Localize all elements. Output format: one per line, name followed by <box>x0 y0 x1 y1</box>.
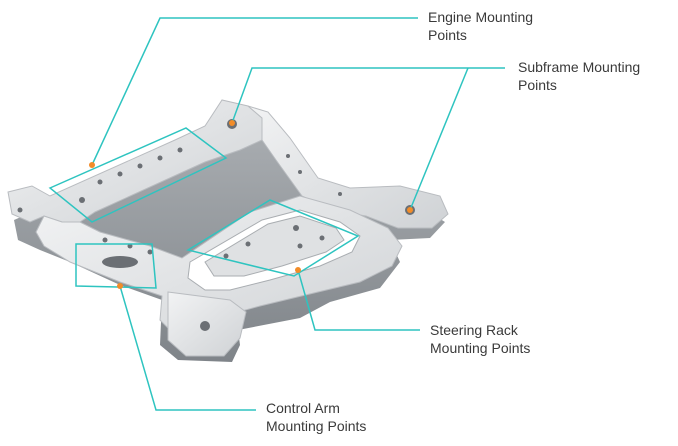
steering-rack-box <box>186 199 360 277</box>
control-arm-box <box>75 243 157 289</box>
engine-leader-line <box>91 17 418 166</box>
control-arm-label: Control Arm Mounting Points <box>266 399 366 435</box>
leader-lines <box>91 17 505 411</box>
subframe-leader-line <box>231 67 505 124</box>
engine-mounting-label: Engine Mounting Points <box>428 8 533 44</box>
steering-marker <box>295 267 301 273</box>
control-arm-label-line2: Mounting Points <box>266 418 367 434</box>
subframe-label-line2: Points <box>518 77 557 93</box>
engine-label-line2: Points <box>428 27 467 43</box>
engine-mount-box <box>48 127 228 223</box>
subframe-body <box>7 99 449 362</box>
steering-label-line2: Mounting Points <box>430 340 531 356</box>
steering-label-line1: Steering Rack <box>430 322 518 338</box>
engine-label-line1: Engine Mounting <box>428 9 534 25</box>
subframe-label-line1: Subframe Mounting <box>518 59 641 75</box>
left-cross-member <box>7 99 263 223</box>
control-arm-label-line1: Control Arm <box>266 400 340 416</box>
control-arm-marker <box>117 283 123 289</box>
engine-marker <box>89 162 95 168</box>
subframe-mounting-label: Subframe Mounting Points <box>518 58 640 94</box>
callout-markers <box>89 120 413 289</box>
callout-boxes <box>48 127 360 289</box>
subframe-marker <box>229 120 235 126</box>
steering-rack-label: Steering Rack Mounting Points <box>430 321 530 357</box>
subframe-right-marker <box>407 207 413 213</box>
steering-leader-line <box>297 269 420 331</box>
right-side-rail <box>247 105 449 229</box>
steering-rack-plate <box>204 215 345 277</box>
control-arm-leader-line <box>119 285 256 411</box>
subframe-right-leader-line <box>409 67 469 211</box>
